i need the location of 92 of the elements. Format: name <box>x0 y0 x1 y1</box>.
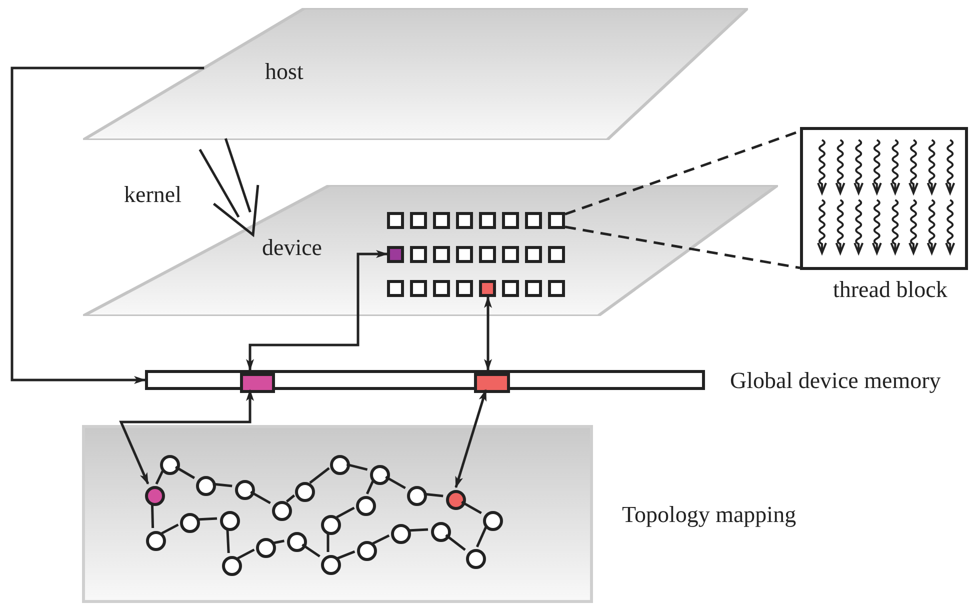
graph-vertex <box>256 538 276 558</box>
grid-square <box>387 246 404 263</box>
graph-vertex <box>222 556 242 576</box>
connector-line <box>366 480 374 494</box>
dashed-line <box>564 226 800 270</box>
topology-panel <box>82 425 593 603</box>
connector-line <box>461 500 482 514</box>
thread-block-panel <box>800 127 968 270</box>
grid-square <box>502 212 519 229</box>
connector-line <box>372 534 390 545</box>
connector-line <box>336 506 355 518</box>
grid-square <box>525 246 542 263</box>
arrow <box>484 296 492 371</box>
arrow <box>198 137 260 238</box>
connector-line <box>326 532 330 552</box>
connector-line <box>196 517 218 521</box>
graph-vertex <box>466 549 486 569</box>
graph-vertex <box>235 480 255 500</box>
connector-line <box>408 528 428 532</box>
grid-square <box>548 280 565 297</box>
graph-vertex <box>287 532 307 552</box>
graph-vertex <box>321 515 341 535</box>
memory-segment <box>240 373 275 393</box>
graph-vertex <box>446 490 466 510</box>
connector-line <box>237 548 255 560</box>
connector-line <box>174 466 196 480</box>
connector-line <box>302 544 320 558</box>
graph-vertex <box>321 555 341 575</box>
memory-segment <box>474 373 510 393</box>
graph-vertex <box>483 511 503 531</box>
connector-line <box>226 528 230 554</box>
graph-vertex <box>295 482 315 502</box>
graph-vertex <box>220 511 240 531</box>
grid-square <box>433 212 450 229</box>
host-plane <box>83 8 748 140</box>
grid-square <box>479 212 496 229</box>
graph-vertex <box>391 524 411 544</box>
connector-line <box>212 482 232 488</box>
connector-line <box>309 467 330 484</box>
connector-line <box>150 502 154 528</box>
connector-line <box>346 463 368 471</box>
grid-square <box>410 246 427 263</box>
grid-square <box>548 246 565 263</box>
graph-vertex <box>180 513 200 533</box>
plane-label: host <box>265 60 304 83</box>
grid-square <box>410 212 427 229</box>
arrow <box>10 66 204 384</box>
node-label: Topology mapping <box>622 503 796 526</box>
connector-line <box>161 524 179 534</box>
grid-square <box>387 280 404 297</box>
grid-square <box>502 246 519 263</box>
arrow <box>119 389 254 485</box>
grid-square <box>479 246 496 263</box>
graph-vertex <box>356 496 376 516</box>
graph-vertex <box>407 486 427 506</box>
connector-line <box>424 492 444 498</box>
grid-square <box>456 280 473 297</box>
connector-line <box>286 494 296 503</box>
grid-square <box>433 280 450 297</box>
memory-bar <box>145 370 705 390</box>
grid-square <box>525 212 542 229</box>
connector-line <box>385 476 406 490</box>
graph-vertex <box>272 501 292 521</box>
graph-vertex <box>370 465 390 485</box>
connector-line <box>445 534 466 551</box>
graph-vertex <box>357 541 377 561</box>
graph-vertex <box>146 531 166 551</box>
graph-vertex <box>330 455 350 475</box>
node-label: Global device memory <box>730 369 941 392</box>
graph-vertex <box>196 476 216 496</box>
grid-square <box>525 280 542 297</box>
connector-line <box>336 550 356 560</box>
graph-vertex <box>145 486 165 506</box>
grid-square <box>479 280 496 297</box>
graph-vertex <box>431 522 451 542</box>
plane-label: device <box>262 236 322 259</box>
grid-square <box>433 246 450 263</box>
grid-square <box>502 280 519 297</box>
arrow <box>454 389 488 488</box>
grid-square <box>456 246 473 263</box>
arrow <box>246 250 388 371</box>
device-plane <box>83 185 778 316</box>
connector-line <box>272 540 284 544</box>
connector-line <box>476 526 488 548</box>
connector-line <box>155 470 164 485</box>
grid-square <box>387 212 404 229</box>
grid-square <box>548 212 565 229</box>
graph-vertex <box>160 455 180 475</box>
grid-square <box>456 212 473 229</box>
connector-line <box>250 490 271 504</box>
grid-square <box>410 280 427 297</box>
node-label: thread block <box>833 278 948 301</box>
